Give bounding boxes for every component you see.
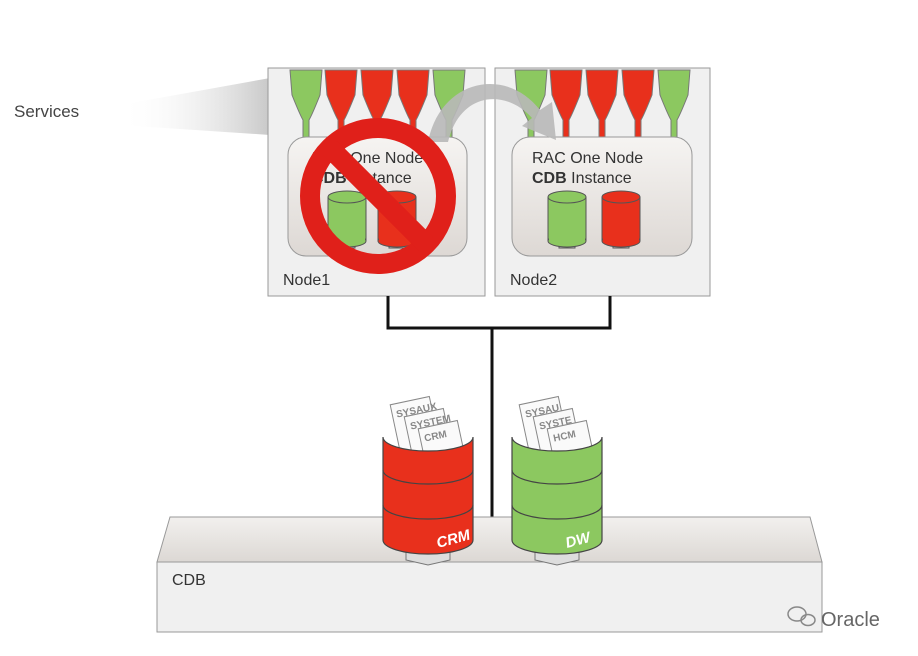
services-label: Services: [14, 102, 79, 121]
services-beam: [120, 78, 270, 135]
watermark-text: Oracle: [821, 609, 880, 631]
node2-instance-line2: CDB Instance: [532, 170, 632, 187]
node2-dw-db-icon: [547, 190, 587, 249]
prohibited-icon: [300, 118, 456, 274]
cdb-label: CDB: [172, 572, 206, 589]
node2-instance-line1: RAC One Node: [532, 150, 643, 167]
cdb-slab-top: [156, 516, 823, 563]
node1-label: Node1: [283, 272, 330, 289]
interconnect: [386, 296, 612, 518]
cdb-slab: [156, 561, 823, 633]
node2-crm-db-icon: [601, 190, 641, 249]
migration-arrow-icon: [428, 83, 556, 142]
dw-pdb-label: DW: [564, 528, 594, 551]
svg-text:HCM: HCM: [552, 429, 577, 444]
node2-label: Node2: [510, 272, 557, 289]
node1-services: [289, 69, 466, 139]
wechat-icon: [787, 606, 816, 627]
svg-text:CRM: CRM: [423, 429, 448, 444]
node2-services: [514, 69, 691, 139]
